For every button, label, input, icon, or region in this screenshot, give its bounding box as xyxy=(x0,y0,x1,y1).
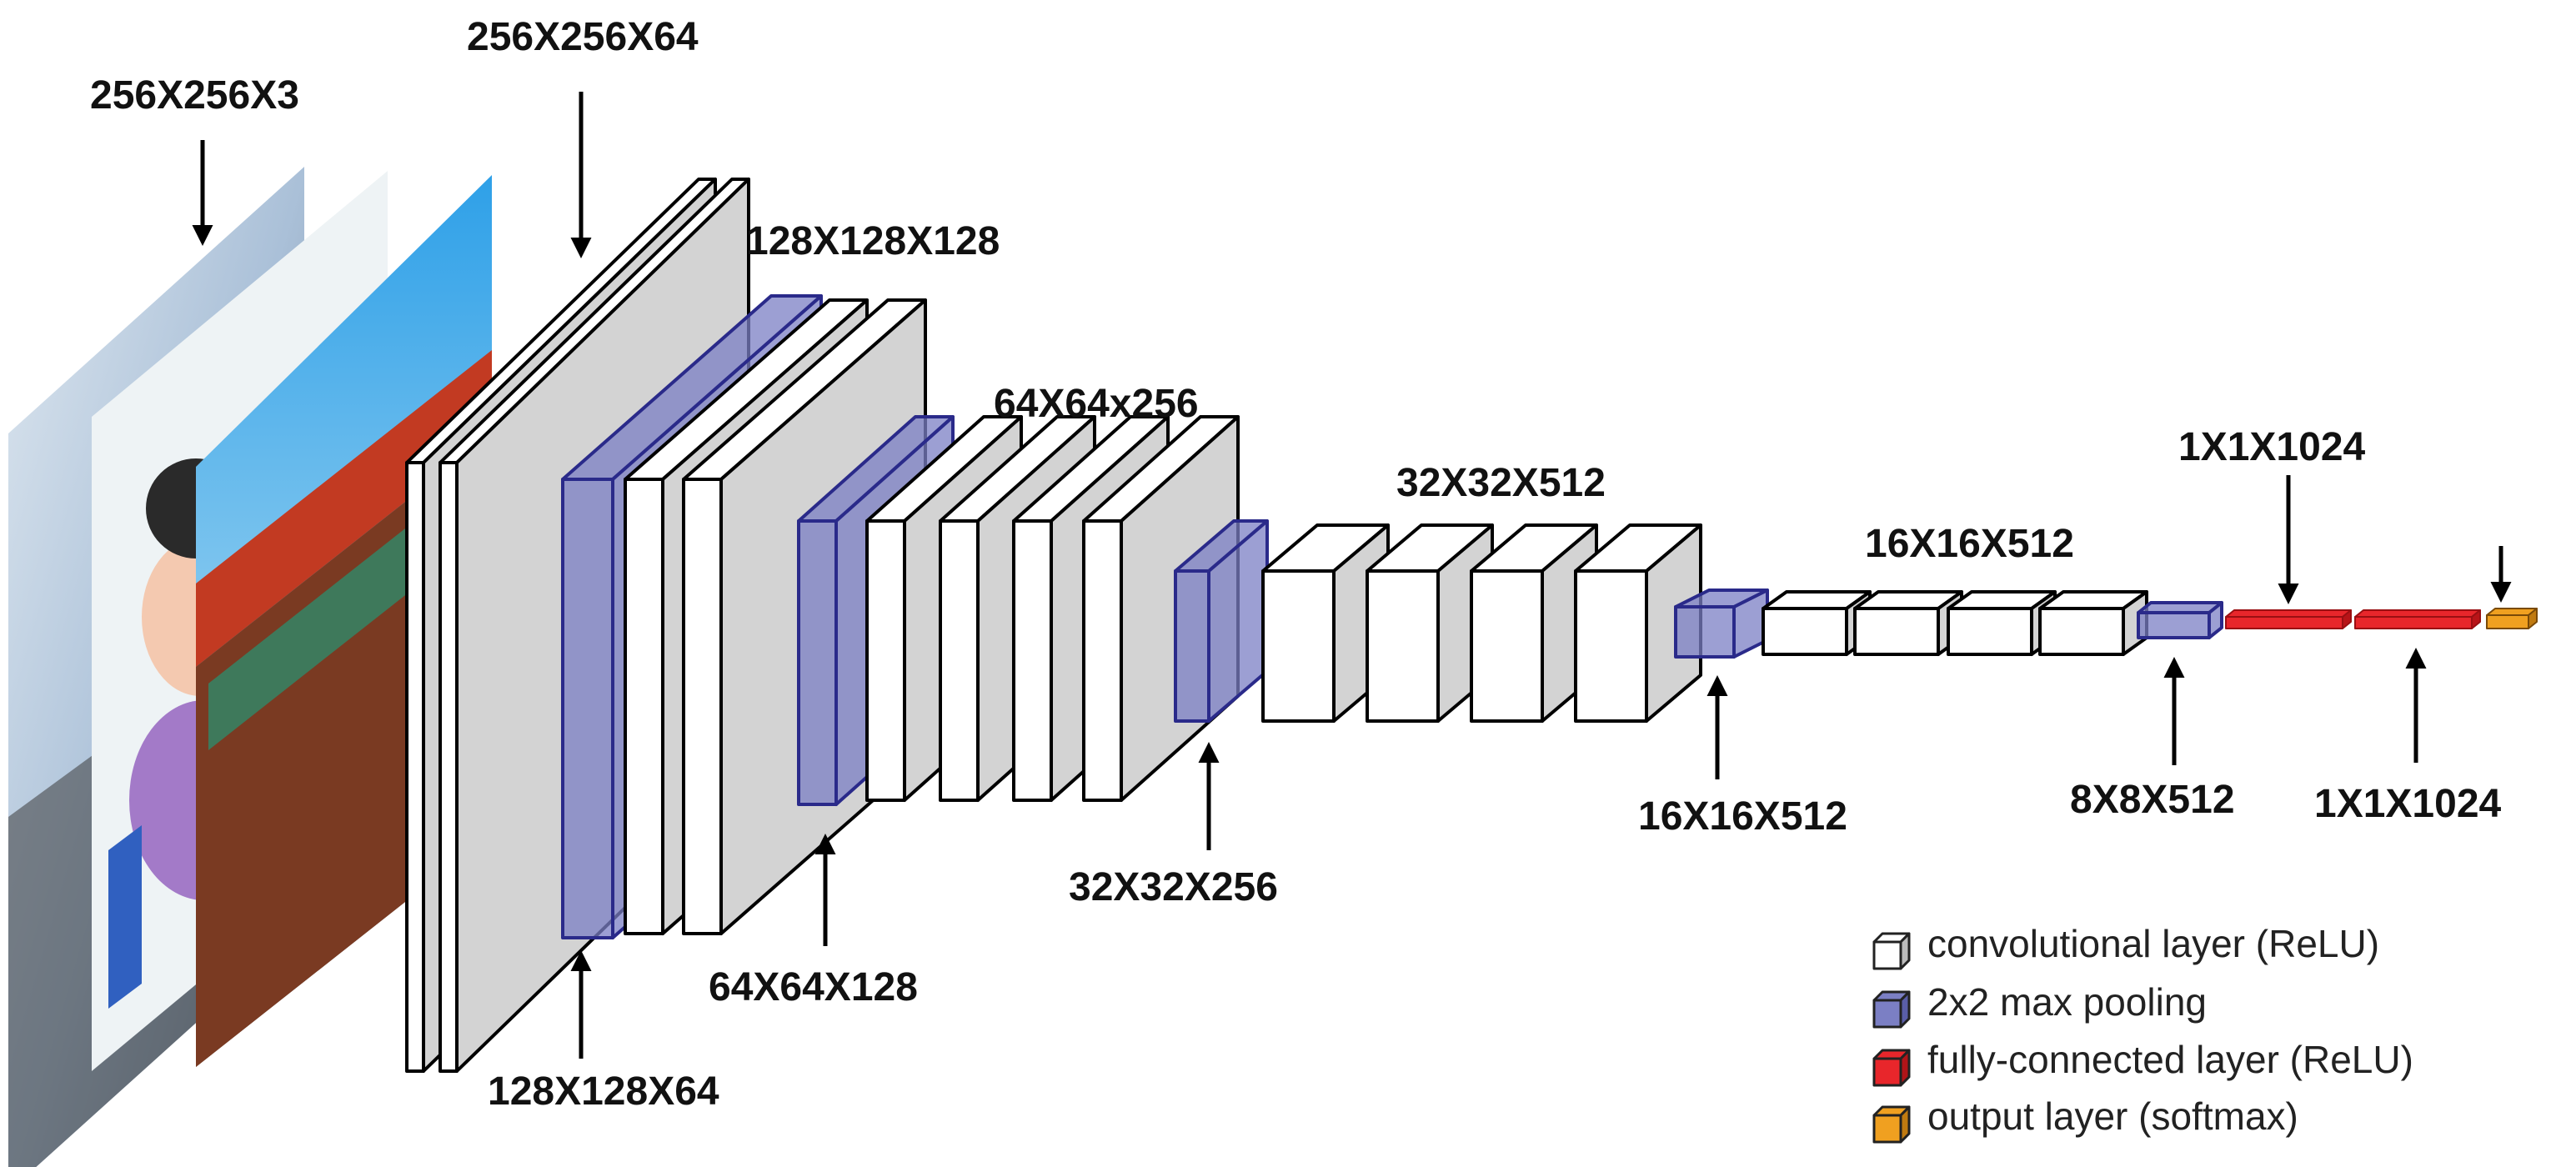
label-input: 256X256X3 xyxy=(90,73,299,118)
label-fc1: 1X1X1024 xyxy=(2178,425,2366,469)
legend-cube-shape xyxy=(1872,1105,1911,1144)
label-fc2: 1X1X1024 xyxy=(2314,782,2502,826)
legend-item-fc: fully-connected layer (ReLU) xyxy=(1872,1038,2413,1087)
pool4-block xyxy=(1674,589,1769,659)
legend-label-conv: convolutional layer (ReLU) xyxy=(1927,922,2379,965)
pool3-block xyxy=(1174,519,1269,723)
conv4-block-d xyxy=(1574,523,1702,723)
conv5-block-d xyxy=(2038,590,2148,656)
legend-label-pool: 2x2 max pooling xyxy=(1927,980,2207,1024)
output-block xyxy=(2486,608,2538,629)
label-conv5: 16X16X512 xyxy=(1865,522,2074,566)
label-pool3: 32X32X256 xyxy=(1069,865,1278,909)
legend-cube-shape xyxy=(1872,932,1911,970)
fc1-block xyxy=(2225,609,2352,629)
legend-item-conv: convolutional layer (ReLU) xyxy=(1872,922,2379,970)
white-cube-icon xyxy=(1872,932,1911,970)
label-pool2: 64X64X128 xyxy=(709,965,918,1009)
legend-cube-shape xyxy=(1872,990,1911,1029)
label-conv4: 32X32X512 xyxy=(1396,461,1606,505)
legend-label-fc: fully-connected layer (ReLU) xyxy=(1927,1038,2413,1081)
legend: convolutional layer (ReLU) 2x2 max pooli… xyxy=(1872,922,2413,1144)
label-conv3: 64X64x256 xyxy=(994,382,1199,426)
label-pool1: 128X128X64 xyxy=(488,1069,719,1114)
legend-item-pool: 2x2 max pooling xyxy=(1872,980,2207,1029)
label-conv1: 256X256X64 xyxy=(467,15,699,59)
conv5-block-b xyxy=(1853,590,1963,656)
pool5-block xyxy=(2137,601,2223,639)
orange-cube-icon xyxy=(1872,1105,1911,1144)
legend-cube-shape xyxy=(1872,1049,1911,1087)
fc2-block xyxy=(2354,609,2481,629)
blue-cube-icon xyxy=(1872,990,1911,1029)
legend-label-output: output layer (softmax) xyxy=(1927,1094,2298,1138)
network-layers xyxy=(405,178,2538,1073)
label-pool5: 8X8X512 xyxy=(2070,778,2235,822)
dimension-labels: 256X256X3 256X256X64 128X128X128 128X128… xyxy=(90,15,2502,1114)
pointer-arrows xyxy=(192,92,2512,1059)
label-conv2: 128X128X128 xyxy=(746,219,1000,263)
red-cube-icon xyxy=(1872,1049,1911,1087)
label-pool4: 16X16X512 xyxy=(1638,794,1847,839)
legend-item-output: output layer (softmax) xyxy=(1872,1094,2298,1144)
